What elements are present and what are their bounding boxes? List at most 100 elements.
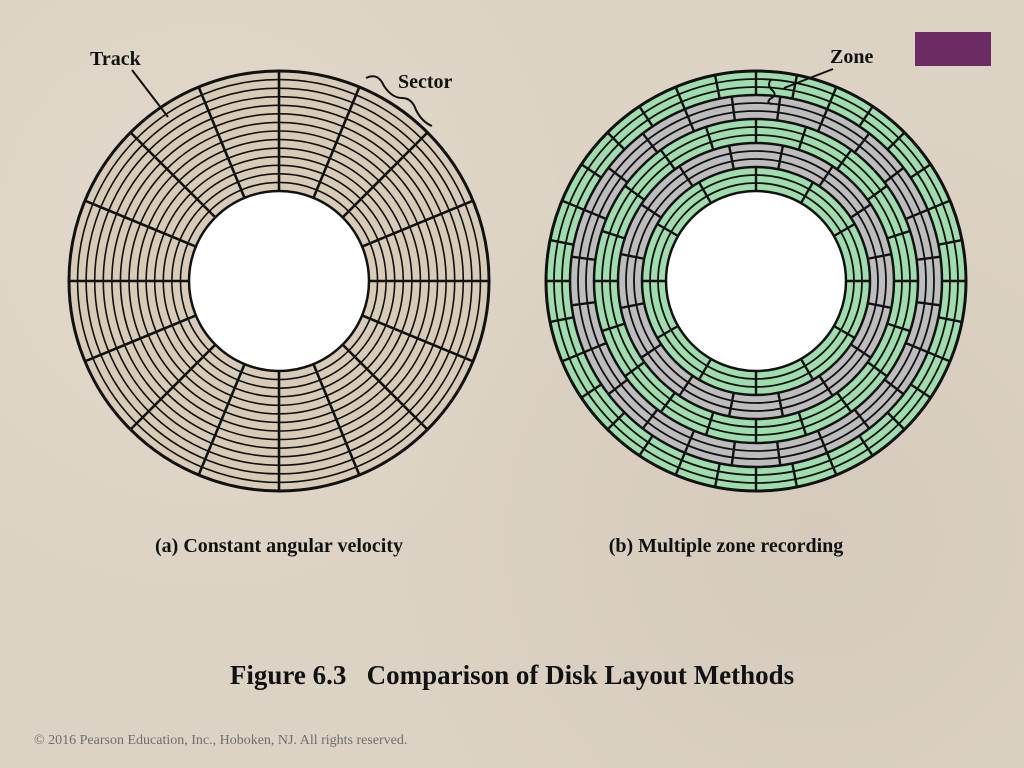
sector-boundary xyxy=(641,408,659,430)
sector-boundary xyxy=(938,238,963,246)
sector-boundary xyxy=(866,184,888,201)
sector-boundary xyxy=(549,238,574,246)
sector-boundary xyxy=(606,131,626,151)
sector-boundary xyxy=(583,208,607,221)
sector-boundary xyxy=(601,229,626,240)
sector-boundary xyxy=(624,184,646,201)
sector-boundary xyxy=(867,252,892,260)
sector-boundary xyxy=(640,343,662,359)
brace-zone xyxy=(767,78,776,105)
sector-boundary xyxy=(549,316,574,324)
sector-boundary xyxy=(197,363,246,476)
sector-boundary xyxy=(561,351,585,363)
sector-boundary xyxy=(697,181,713,204)
sector-boundary xyxy=(704,411,715,436)
sector-boundary xyxy=(713,463,721,488)
sector-boundary xyxy=(656,222,679,238)
sector-boundary xyxy=(909,383,932,399)
sector-boundary xyxy=(816,430,829,454)
caption-b: (b) Multiple zone recording xyxy=(609,535,844,557)
sector-boundary xyxy=(916,255,941,262)
sector-boundary xyxy=(197,86,246,199)
sector-boundary xyxy=(561,199,585,211)
brace-sector xyxy=(365,75,433,127)
sector-boundary xyxy=(674,452,686,476)
sector-boundary xyxy=(826,86,838,110)
sector-boundary xyxy=(606,411,626,431)
sector-boundary xyxy=(683,108,696,132)
pointer-track xyxy=(131,69,169,118)
sector-boundary xyxy=(607,166,629,184)
sector-boundary xyxy=(858,105,874,128)
copyright-notice: © 2016 Pearson Education, Inc., Hoboken,… xyxy=(34,733,408,748)
sector-boundary xyxy=(727,392,735,417)
sector-boundary xyxy=(659,391,676,413)
sector-boundary xyxy=(583,341,607,354)
track-line xyxy=(585,110,927,452)
sector-boundary xyxy=(683,430,696,454)
sector-boundary xyxy=(341,343,429,431)
disk-b-outer-edge xyxy=(544,69,968,493)
sector-boundary xyxy=(341,131,429,219)
disk-constant-angular-velocity xyxy=(67,69,491,493)
label-zone: Zone xyxy=(830,46,873,68)
sector-boundary xyxy=(867,302,892,310)
sector-boundary xyxy=(730,441,737,466)
sector-boundary xyxy=(641,132,659,154)
sector-boundary xyxy=(883,378,905,396)
sector-boundary xyxy=(816,108,829,132)
sector-boundary xyxy=(727,145,735,170)
sector-boundary xyxy=(938,316,963,324)
sector-boundary xyxy=(818,375,834,397)
track-line xyxy=(577,102,935,460)
sector-boundary xyxy=(775,96,782,121)
disk-b-hub xyxy=(664,189,848,373)
sector-boundary xyxy=(674,86,686,110)
sector-boundary xyxy=(886,411,906,431)
track-line xyxy=(633,158,879,404)
sector-boundary xyxy=(84,314,197,363)
sector-boundary xyxy=(730,96,737,121)
sector-boundary xyxy=(833,222,856,238)
sector-boundary xyxy=(866,361,888,378)
sector-boundary xyxy=(620,302,645,310)
sector-boundary xyxy=(638,434,654,457)
sector-boundary xyxy=(858,434,874,457)
sector-boundary xyxy=(826,452,838,476)
sector-boundary xyxy=(853,132,871,154)
sector-boundary xyxy=(916,300,941,307)
sector-boundary xyxy=(713,74,721,99)
sector-boundary xyxy=(640,203,662,219)
disk-multiple-zone-recording xyxy=(544,69,968,493)
sector-boundary xyxy=(886,131,906,151)
disk-layout-diagram: Track Sector Zone (a) Constant angular v… xyxy=(67,46,968,557)
slide-accent-bar xyxy=(915,32,991,66)
sector-boundary xyxy=(905,208,929,221)
sector-boundary xyxy=(601,322,626,333)
sector-boundary xyxy=(791,74,799,99)
sector-boundary xyxy=(84,199,197,248)
sector-boundary xyxy=(836,149,853,171)
sector-boundary xyxy=(580,383,603,399)
sector-boundary xyxy=(799,181,815,204)
label-sector: Sector xyxy=(398,71,453,93)
caption-a: (a) Constant angular velocity xyxy=(155,535,403,557)
pointer-zone xyxy=(783,68,834,89)
sector-boundary xyxy=(797,411,808,436)
disk-a-outer-edge xyxy=(67,69,491,493)
sector-boundary xyxy=(638,105,654,128)
sector-boundary xyxy=(886,322,911,333)
sector-boundary xyxy=(312,363,361,476)
sector-boundary xyxy=(129,131,217,219)
disk-a-hub xyxy=(187,189,371,373)
sector-boundary xyxy=(799,358,815,381)
sector-boundary xyxy=(678,165,694,187)
sector-boundary xyxy=(361,199,474,248)
sector-boundary xyxy=(624,361,646,378)
sector-boundary xyxy=(886,229,911,240)
sector-boundary xyxy=(656,324,679,340)
sector-boundary xyxy=(697,358,713,381)
sector-boundary xyxy=(797,126,808,151)
sector-boundary xyxy=(777,392,785,417)
sector-boundary xyxy=(853,408,871,430)
